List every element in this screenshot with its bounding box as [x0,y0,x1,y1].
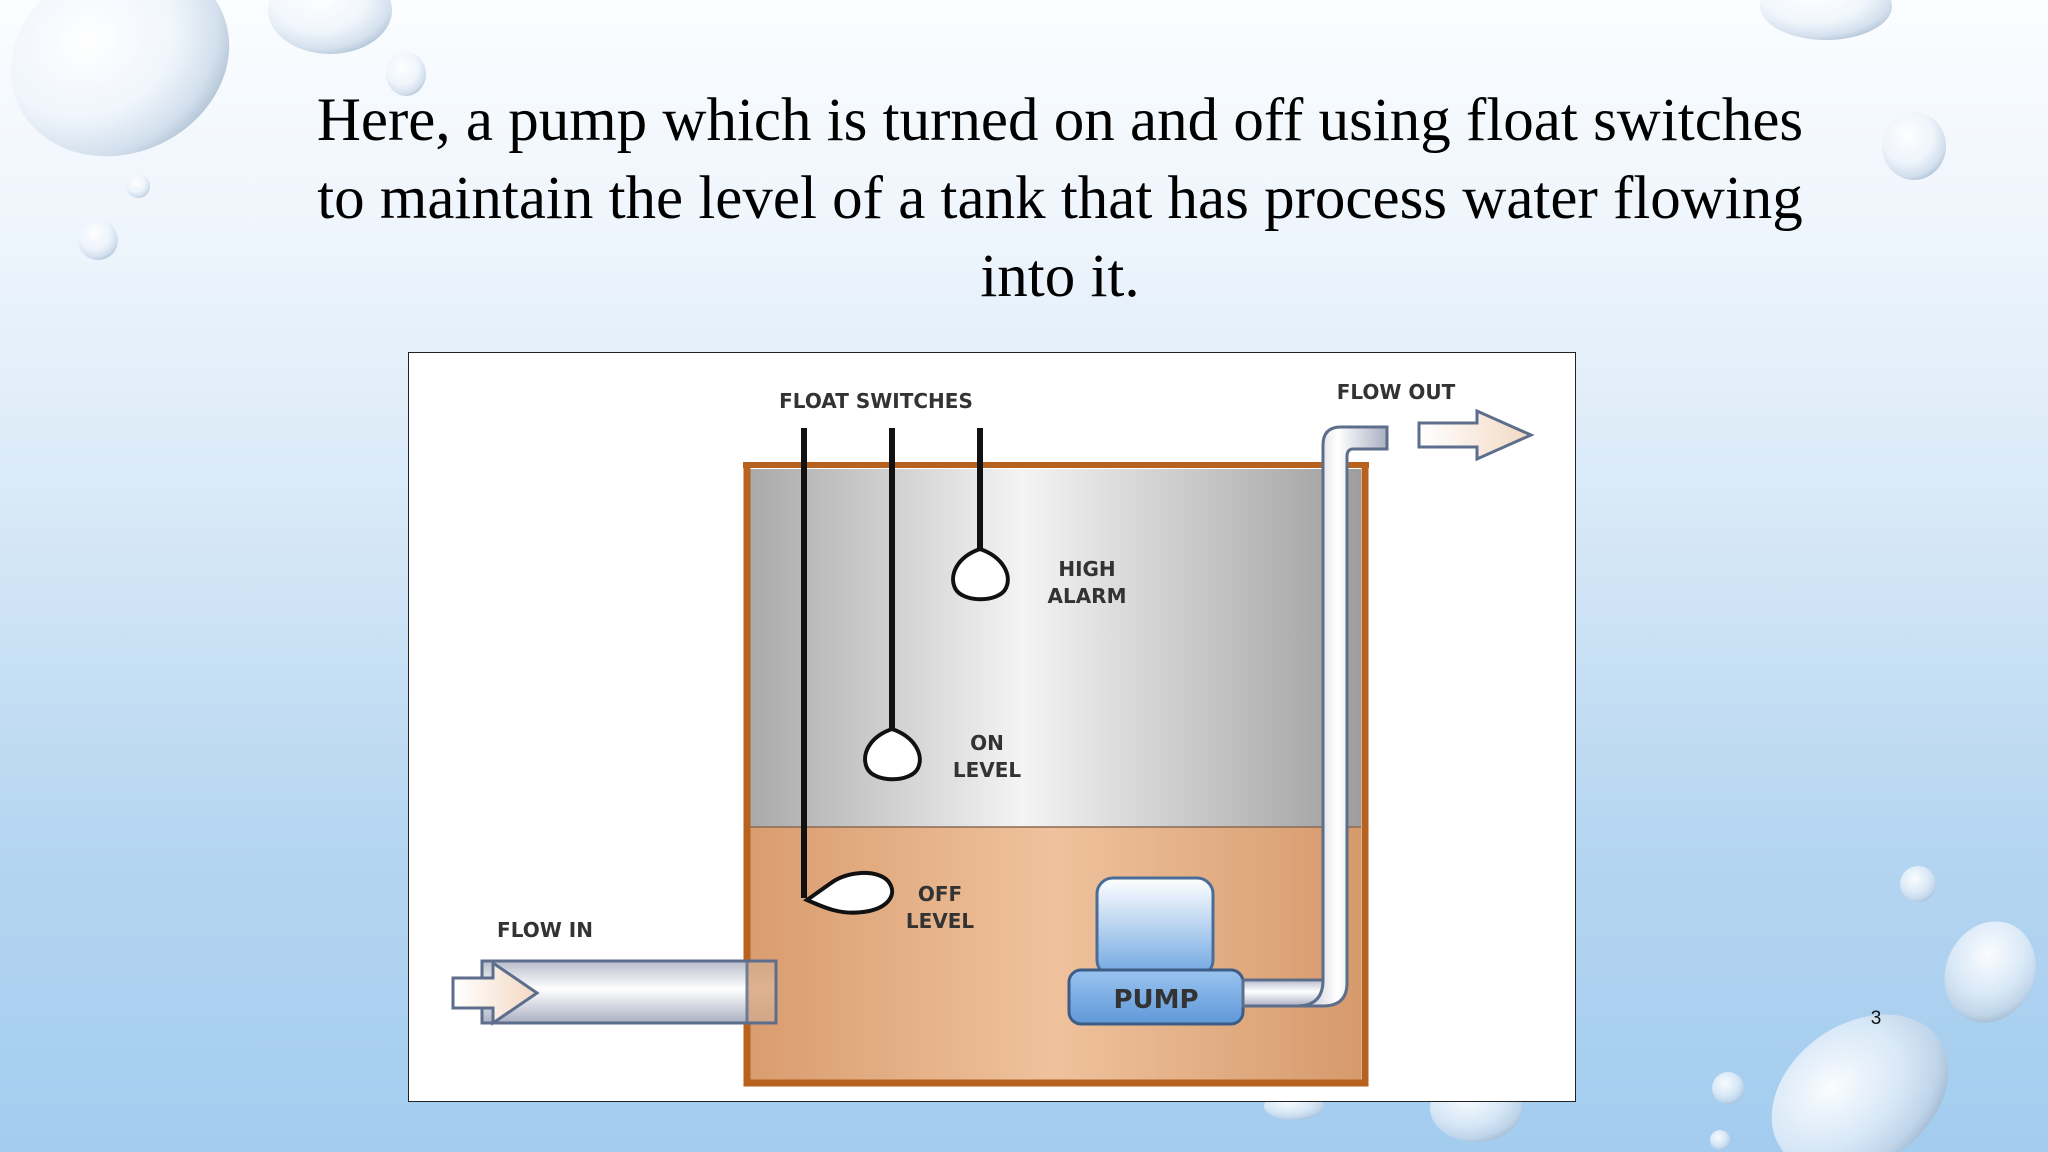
outlet-pipe-vertical [1296,425,1389,1008]
tank-water [747,827,1361,1080]
float-ball-icon [951,546,1010,602]
tank-wall [743,465,1369,1087]
page-number: 3 [1870,1008,1882,1029]
water-drop-icon [1900,866,1936,902]
outlet-pipe-horizontal-bottom [1241,978,1325,1008]
on-level-label: LEVEL [953,758,1022,782]
float-ball-icon [863,726,922,782]
water-drop-icon [78,220,118,260]
water-drop-icon [1712,1072,1744,1104]
off-level-label: OFF [918,882,962,906]
pump-motor [1095,876,1215,978]
on-level-label: ON [970,731,1004,755]
tank-air-space [747,469,1361,827]
water-drop-icon [1944,921,2036,1023]
tank-diagram-svg: FLOAT SWITCHES FLOW OUT HIGH ALARM ON LE… [451,380,1535,1087]
float-ball-icon [802,870,895,915]
water-drop-icon [1710,1130,1730,1150]
pump-label: PUMP [1113,985,1198,1015]
water-drop-icon [10,0,230,157]
title-line: to maintain the level of a tank that has… [317,165,1803,232]
high-alarm-label: ALARM [1047,584,1126,608]
off-level-label: LEVEL [906,909,975,933]
arrow-right-icon [1417,408,1535,462]
water-drop-icon [1771,1014,1949,1152]
water-drop-icon [386,52,426,96]
water-drop-icon [1760,0,1892,40]
title-line: Here, a pump which is turned on and off … [316,87,1804,154]
arrow-right-icon [451,960,540,1026]
title-line: into it. [980,243,1140,310]
tank-diagram: FLOAT SWITCHES FLOW OUT HIGH ALARM ON LE… [408,352,1576,1102]
flow-in-label: FLOW IN [497,918,593,942]
inlet-pipe-inside [745,959,778,1025]
float-switches-label: FLOAT SWITCHES [779,389,973,413]
water-drop-icon [268,0,392,54]
slide-title: Here, a pump which is turned on and off … [240,82,1880,316]
water-drop-icon [126,174,150,198]
flow-out-label: FLOW OUT [1337,380,1456,404]
water-drop-icon [1882,112,1946,180]
high-alarm-label: HIGH [1058,557,1115,581]
